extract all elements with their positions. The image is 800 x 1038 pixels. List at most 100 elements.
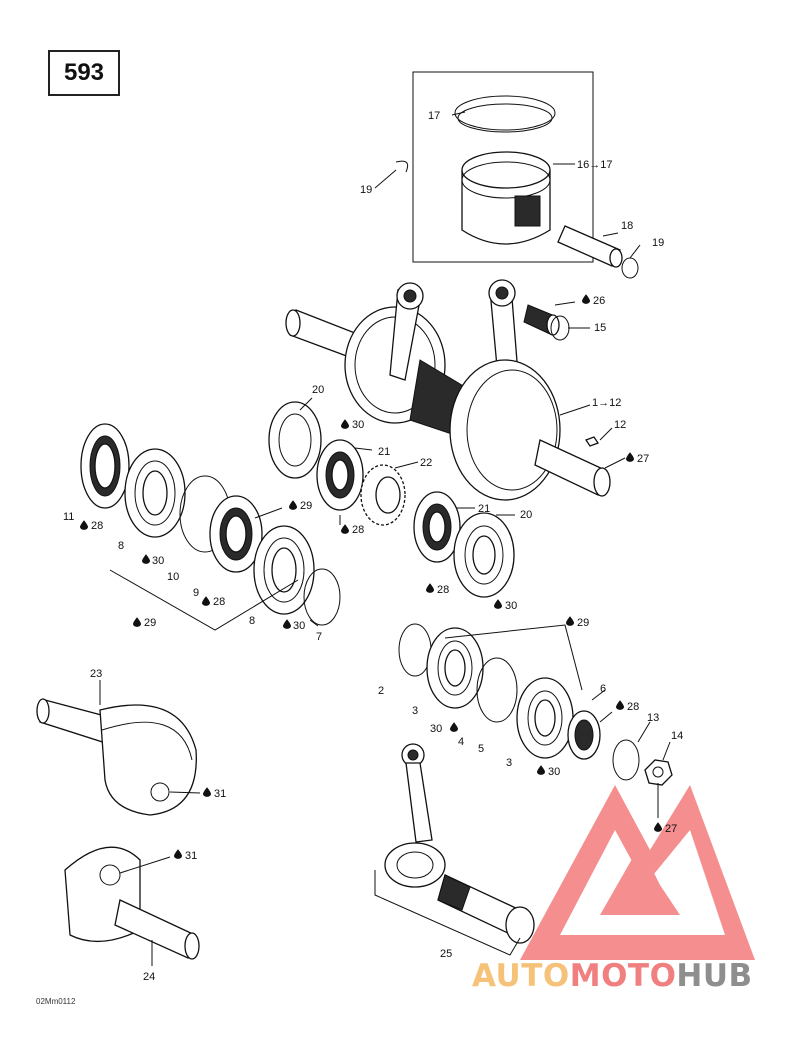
washer-13 — [612, 739, 640, 781]
group-bracket-29b — [444, 624, 583, 691]
oil-drop-icon — [174, 849, 182, 859]
oil-drop-icon — [283, 619, 291, 629]
callout-30c: 30 — [293, 620, 305, 632]
piston — [461, 151, 551, 245]
piston-pin — [557, 225, 623, 268]
callout-14: 14 — [671, 730, 683, 742]
oil-drop-icon — [654, 822, 662, 832]
callout-27b: 27 — [665, 823, 677, 835]
callout-30b: 30 — [152, 555, 164, 567]
ring-2 — [398, 623, 432, 677]
callout-11: 11 — [63, 511, 74, 523]
seal-9 — [209, 495, 263, 573]
watermark-hub: HUB — [676, 958, 753, 994]
ball-bearing-20b — [453, 512, 515, 598]
crankshaft-assembly — [285, 279, 611, 501]
callout-labels: 17 16→17 19 18 19 26 15 1→12 12 27 20 30… — [63, 110, 683, 983]
callout-13: 13 — [647, 712, 659, 724]
callout-15: 15 — [594, 322, 606, 334]
page-number: 593 — [63, 59, 105, 86]
oil-seal-11 — [80, 423, 130, 509]
callout-5: 5 — [478, 743, 484, 755]
watermark-logo — [520, 785, 755, 960]
callout-7: 7 — [316, 631, 322, 643]
callout-23: 23 — [90, 668, 102, 680]
callout-25: 25 — [440, 948, 452, 960]
callout-28e: 28 — [627, 701, 639, 713]
callout-28a: 28 — [352, 524, 364, 536]
callout-30f: 30 — [548, 766, 560, 778]
piston-ring — [454, 95, 556, 131]
callout-8b: 8 — [249, 615, 255, 627]
ball-bearing-3a — [426, 627, 484, 709]
ring-7 — [303, 568, 341, 626]
callout-18: 18 — [621, 220, 633, 232]
seal-21a — [316, 439, 364, 511]
callout-30d: 30 — [505, 600, 517, 612]
group-bracket-29 — [109, 569, 299, 631]
crankshaft-half-24 — [64, 846, 200, 960]
callout-19a: 19 — [360, 184, 372, 196]
oil-drop-icon — [341, 524, 349, 534]
oil-drop-icon — [582, 294, 590, 304]
oil-drop-icon — [202, 596, 210, 606]
oil-drop-icon — [203, 787, 211, 797]
callout-24: 24 — [143, 971, 155, 983]
circlip-left — [395, 160, 409, 173]
callout-3b: 3 — [506, 757, 512, 769]
group-bracket-25 — [374, 870, 521, 956]
callout-12: 12 — [614, 419, 626, 431]
callout-21b: 21 — [478, 503, 490, 515]
callout-29a: 29 — [300, 500, 312, 512]
oil-drop-icon — [341, 419, 349, 429]
callout-26: 26 — [593, 295, 605, 307]
oil-drop-icon — [133, 617, 141, 627]
connecting-rod-25 — [384, 743, 535, 944]
callout-10: 10 — [167, 571, 179, 583]
nut-14 — [644, 759, 673, 786]
page-number-box: 593 — [48, 50, 120, 96]
oil-drop-icon — [450, 722, 458, 732]
watermark-auto: AUTO — [472, 958, 570, 994]
callout-9: 9 — [193, 587, 199, 599]
piston-group-frame — [412, 71, 594, 263]
drive-gear-22 — [360, 464, 406, 526]
callout-16-17: 16→17 — [577, 159, 612, 171]
needle-bearing — [523, 304, 560, 336]
ball-bearing-20a — [268, 401, 322, 479]
seal-6 — [567, 710, 601, 760]
crankshaft-half-23 — [36, 698, 197, 816]
callout-20a: 20 — [312, 384, 324, 396]
oil-drop-icon — [626, 452, 634, 462]
callout-20b: 20 — [520, 509, 532, 521]
reference-code: 02Mm0112 — [36, 997, 76, 1006]
woodruff-key — [585, 436, 599, 447]
callout-27a: 27 — [637, 453, 649, 465]
callout-17: 17 — [428, 110, 440, 122]
callout-31b: 31 — [185, 850, 197, 862]
callout-19b: 19 — [652, 237, 664, 249]
callout-8a: 8 — [118, 540, 124, 552]
oil-drop-icon — [537, 765, 545, 775]
oil-drop-icon — [616, 700, 624, 710]
callout-29c: 29 — [577, 617, 589, 629]
callout-28d: 28 — [437, 584, 449, 596]
leader-lines — [99, 111, 671, 966]
oil-drop-icon — [426, 583, 434, 593]
callout-1-12: 1→12 — [592, 397, 621, 409]
oil-drop-icon — [80, 520, 88, 530]
oil-drop-icon — [494, 599, 502, 609]
callout-28b: 28 — [91, 520, 103, 532]
watermark-moto: MOTO — [569, 958, 677, 994]
callout-4: 4 — [458, 736, 464, 748]
callout-31a: 31 — [214, 788, 226, 800]
oil-drop-icon — [142, 554, 150, 564]
callout-6: 6 — [600, 683, 606, 695]
oil-drop-icon — [289, 500, 297, 510]
callout-3a: 3 — [412, 705, 418, 717]
callout-29b: 29 — [144, 617, 156, 629]
callout-2: 2 — [378, 685, 384, 697]
ball-bearing-8a — [124, 448, 186, 538]
